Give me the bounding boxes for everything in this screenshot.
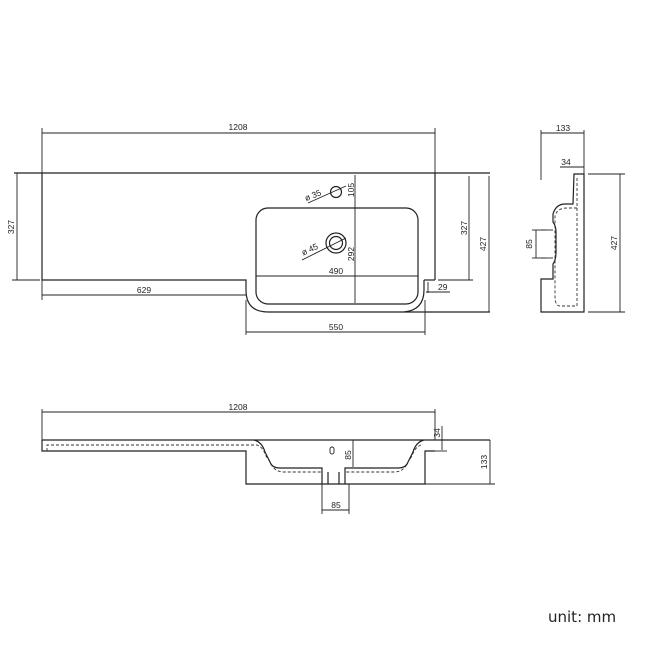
dim-105: 105: [346, 183, 356, 197]
dim-side-85: 85: [524, 239, 534, 249]
dim-292: 292: [346, 247, 356, 261]
dim-front-133: 133: [479, 455, 489, 469]
dim-side-133: 133: [556, 123, 570, 133]
dim-right-327: 327: [459, 221, 469, 235]
overflow-slot: [329, 446, 335, 455]
side-view: 133 34 85 427: [524, 123, 625, 313]
waste-hole-outer: [325, 232, 347, 254]
dim-top-1208: 1208: [229, 122, 248, 132]
dim-left-327: 327: [6, 220, 16, 234]
dim-629: 629: [137, 285, 151, 295]
dim-side-34: 34: [561, 157, 571, 167]
unit-label: unit: mm: [548, 608, 617, 626]
dim-front-1208: 1208: [229, 402, 248, 412]
tap-hole: [329, 185, 343, 199]
dim-waste-45: ø 45: [300, 241, 320, 257]
dim-front-34: 34: [432, 428, 442, 438]
waste-hole-inner: [328, 235, 344, 251]
dim-waste-85: 85: [331, 500, 341, 510]
dim-550: 550: [329, 322, 343, 332]
dim-front-85: 85: [343, 450, 353, 460]
front-view: 1208 85 34 133 85: [41, 402, 495, 514]
dim-490: 490: [329, 266, 343, 276]
dim-right-427: 427: [478, 237, 488, 251]
dim-29: 29: [438, 282, 448, 292]
top-view: 1208 327 629 490 105 292 ø 35 ø 45 3: [6, 122, 490, 335]
dim-side-427: 427: [609, 236, 619, 250]
